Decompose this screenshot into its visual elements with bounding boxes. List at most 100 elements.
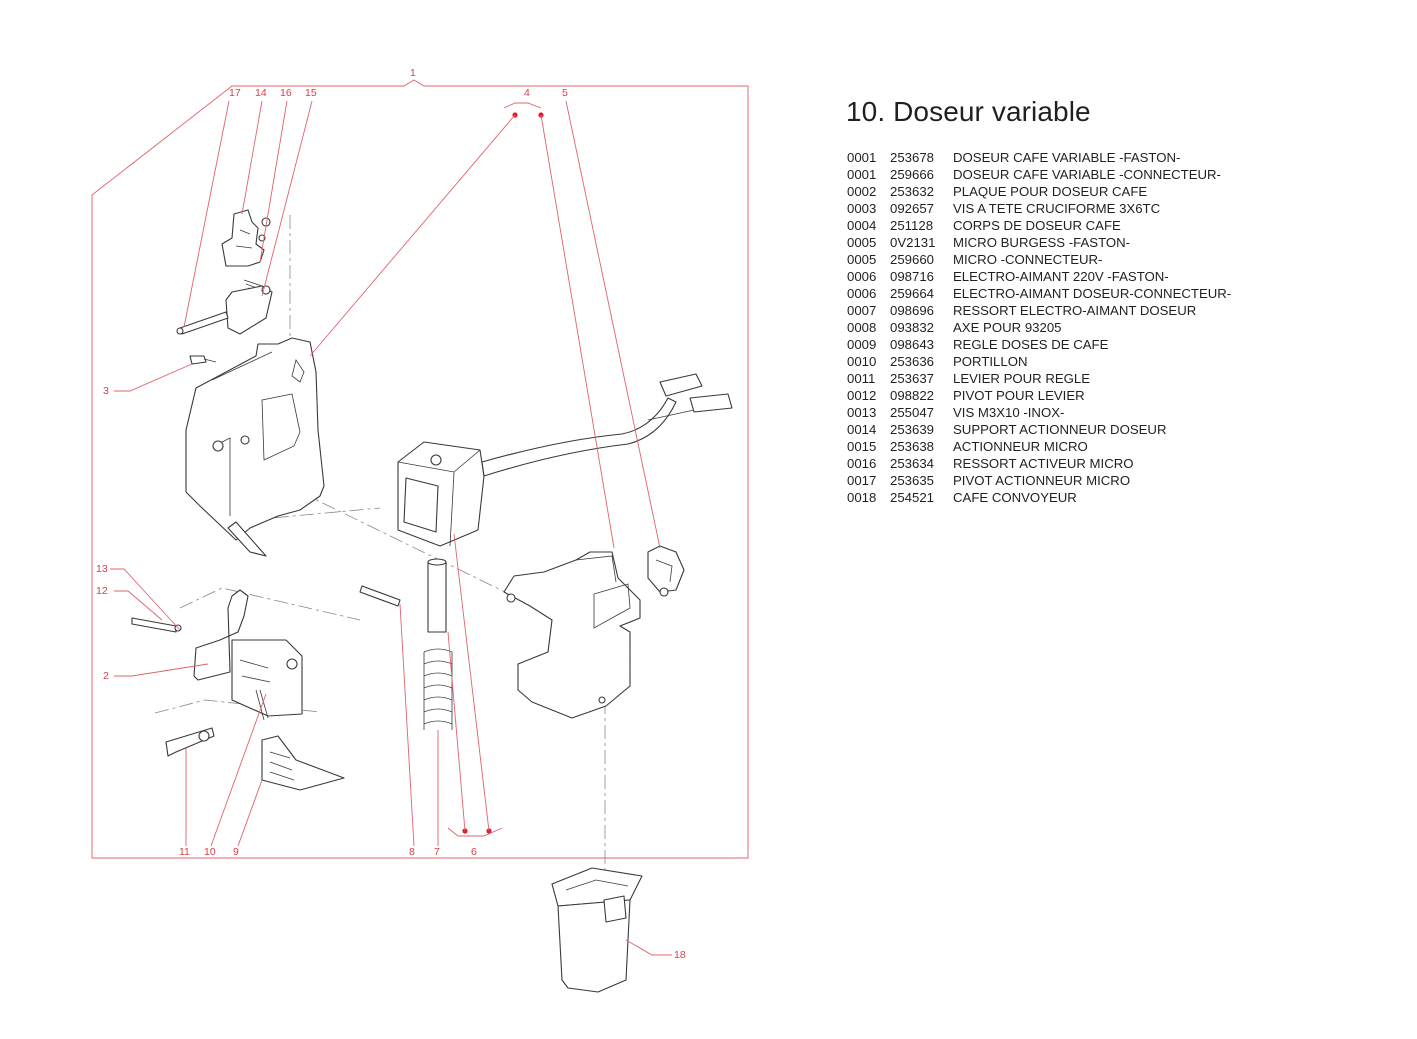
part-description: DOSEUR CAFE VARIABLE -FASTON-	[953, 150, 1181, 165]
micro-switch-part	[647, 545, 685, 597]
part-reference: 253634	[890, 456, 935, 471]
part-reference: 098822	[890, 388, 935, 403]
part-reference: 253635	[890, 473, 935, 488]
part-position: 0013	[847, 405, 877, 420]
part-description: ACTIONNEUR MICRO	[953, 439, 1088, 454]
part-position: 0004	[847, 218, 877, 233]
callout-16: 16	[280, 87, 292, 99]
parts-list-item: 0001 259666 DOSEUR CAFE VARIABLE -CONNECTE…	[847, 166, 1231, 183]
part-position: 0016	[847, 456, 877, 471]
part-position: 0018	[847, 490, 877, 505]
callout-18: 18	[674, 949, 686, 961]
part-description: MICRO -CONNECTEUR-	[953, 252, 1103, 267]
part-description: VIS A TETE CRUCIFORME 3X6TC	[953, 201, 1161, 216]
part-reference: 098643	[890, 337, 935, 352]
callout-5: 5	[562, 87, 568, 99]
part-reference: 253637	[890, 371, 935, 386]
part-description: CAFE CONVOYEUR	[953, 490, 1077, 505]
part-reference: 098696	[890, 303, 935, 318]
callout-14: 14	[255, 87, 267, 99]
part-position: 0015	[847, 439, 877, 454]
exploded-view-diagram: 1 17 14 16 15 4 5 3 13 12 2 11 10 9 8 7 …	[91, 67, 749, 993]
part-position: 0010	[847, 354, 877, 369]
parts-list-item: 0002 253632 PLAQUE POUR DOSEUR CAFE	[847, 183, 1231, 200]
part-description: ELECTRO-AIMANT 220V -FASTON-	[953, 269, 1169, 284]
part-reference: 259664	[890, 286, 935, 301]
callout-6: 6	[471, 846, 477, 858]
parts-list-item: 0018 254521 CAFE CONVOYEUR	[847, 489, 1231, 506]
part-position: 0002	[847, 184, 877, 199]
part-description: LEVIER POUR REGLE	[953, 371, 1091, 386]
part-reference: 092657	[890, 201, 935, 216]
part-reference: 251128	[890, 218, 934, 233]
part-reference: 259666	[890, 167, 935, 182]
part-position: 0005	[847, 235, 877, 250]
callout-7: 7	[434, 846, 440, 858]
parts-list-item: 0016 253634 RESSORT ACTIVEUR MICRO	[847, 455, 1231, 472]
part-description: SUPPORT ACTIONNEUR DOSEUR	[953, 422, 1167, 437]
assembly-frame	[91, 79, 749, 859]
parts-list-item: 0010 253636 PORTILLON	[847, 353, 1231, 370]
callout-10: 10	[204, 846, 216, 858]
parts-list-item: 0007 098696 RESSORT ELECTRO-AIMANT DOSEUR	[847, 302, 1231, 319]
screw-part	[189, 355, 217, 365]
part-position: 0001	[847, 150, 877, 165]
callout-1: 1	[410, 67, 416, 79]
part-position: 0007	[847, 303, 877, 318]
callout-8: 8	[409, 846, 415, 858]
part-reference: 254521	[890, 490, 935, 505]
part-description: PIVOT POUR LEVIER	[953, 388, 1085, 403]
part-reference: 253632	[890, 184, 935, 199]
part-description: DOSEUR CAFE VARIABLE -CONNECTEUR-	[953, 167, 1221, 182]
callout-2: 2	[103, 670, 109, 682]
part-description: RESSORT ACTIVEUR MICRO	[953, 456, 1134, 471]
electromagnet-part	[397, 112, 733, 834]
page-title: 10. Doseur variable	[846, 96, 1091, 127]
callout-4: 4	[524, 87, 530, 99]
part-description: AXE POUR 93205	[953, 320, 1062, 335]
part-reference: 253638	[890, 439, 935, 454]
part-position: 0001	[847, 167, 877, 182]
parts-list-item: 0006 098716 ELECTRO-AIMANT 220V -FASTON-	[847, 268, 1231, 285]
part-description: PORTILLON	[953, 354, 1028, 369]
micro-actuator-assembly	[176, 209, 273, 335]
doser-support	[503, 551, 641, 719]
parts-list-item: 0014 253639 SUPPORT ACTIONNEUR DOSEUR	[847, 421, 1231, 438]
part-position: 0008	[847, 320, 877, 335]
callout-3: 3	[103, 385, 109, 397]
callout-12: 12	[96, 585, 108, 597]
plunger-and-spring	[359, 558, 453, 730]
part-reference: 253636	[890, 354, 935, 369]
part-reference: 253639	[890, 422, 935, 437]
part-position: 0017	[847, 473, 877, 488]
part-position: 0006	[847, 286, 877, 301]
doser-body	[185, 337, 325, 557]
part-description: PLAQUE POUR DOSEUR CAFE	[953, 184, 1148, 199]
callout-15: 15	[305, 87, 317, 99]
part-description: RESSORT ELECTRO-AIMANT DOSEUR	[953, 303, 1197, 318]
part-position: 0003	[847, 201, 877, 216]
part-description: MICRO BURGESS -FASTON-	[953, 235, 1131, 250]
callout-13: 13	[96, 563, 108, 575]
part-position: 0006	[847, 269, 877, 284]
callout-9: 9	[233, 846, 239, 858]
parts-list-item: 0015 253638 ACTIONNEUR MICRO	[847, 438, 1231, 455]
callout-11: 11	[179, 846, 190, 858]
part-position: 0009	[847, 337, 877, 352]
part-reference: 253678	[890, 150, 935, 165]
parts-list-item: 0003 092657 VIS A TETE CRUCIFORME 3X6TC	[847, 200, 1231, 217]
coffee-conveyor-cup	[551, 867, 643, 993]
part-reference: 098716	[890, 269, 935, 284]
part-position: 0014	[847, 422, 877, 437]
